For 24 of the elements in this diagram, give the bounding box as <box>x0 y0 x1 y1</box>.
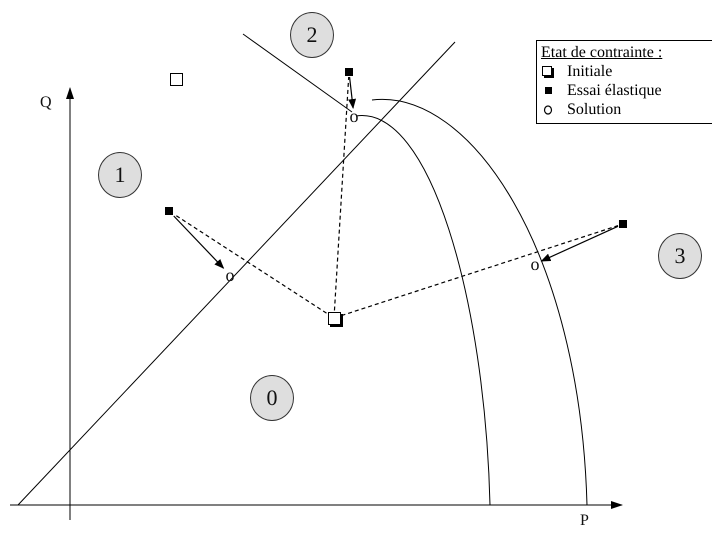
dashed-connector <box>174 214 327 314</box>
axis-label: Q <box>40 94 52 112</box>
solution-mark: o <box>224 268 236 282</box>
initial-state-marker <box>170 72 182 86</box>
legend-text: Essai élastique <box>567 81 662 100</box>
region-ellipse: 2 <box>290 12 334 58</box>
trial-point-marker <box>345 68 353 76</box>
initial-state-marker <box>328 312 340 324</box>
region-ellipse: 3 <box>658 233 702 279</box>
axis-label: P <box>580 512 589 530</box>
region-ellipse: 1 <box>98 152 142 198</box>
legend-text: Initiale <box>567 62 612 81</box>
solution-mark: o <box>348 109 360 123</box>
trial-point-marker <box>165 207 173 215</box>
trial-point-marker <box>619 220 627 228</box>
arrow <box>348 76 356 109</box>
solution-mark: o <box>530 257 540 271</box>
legend-text: Solution <box>567 100 622 119</box>
arrow <box>173 216 224 269</box>
region-ellipse: 0 <box>250 375 294 421</box>
dashed-connector <box>341 225 618 316</box>
legend-title: Etat de contrainte : <box>541 43 662 62</box>
dashed-connector <box>334 76 350 311</box>
arrow <box>540 226 618 262</box>
